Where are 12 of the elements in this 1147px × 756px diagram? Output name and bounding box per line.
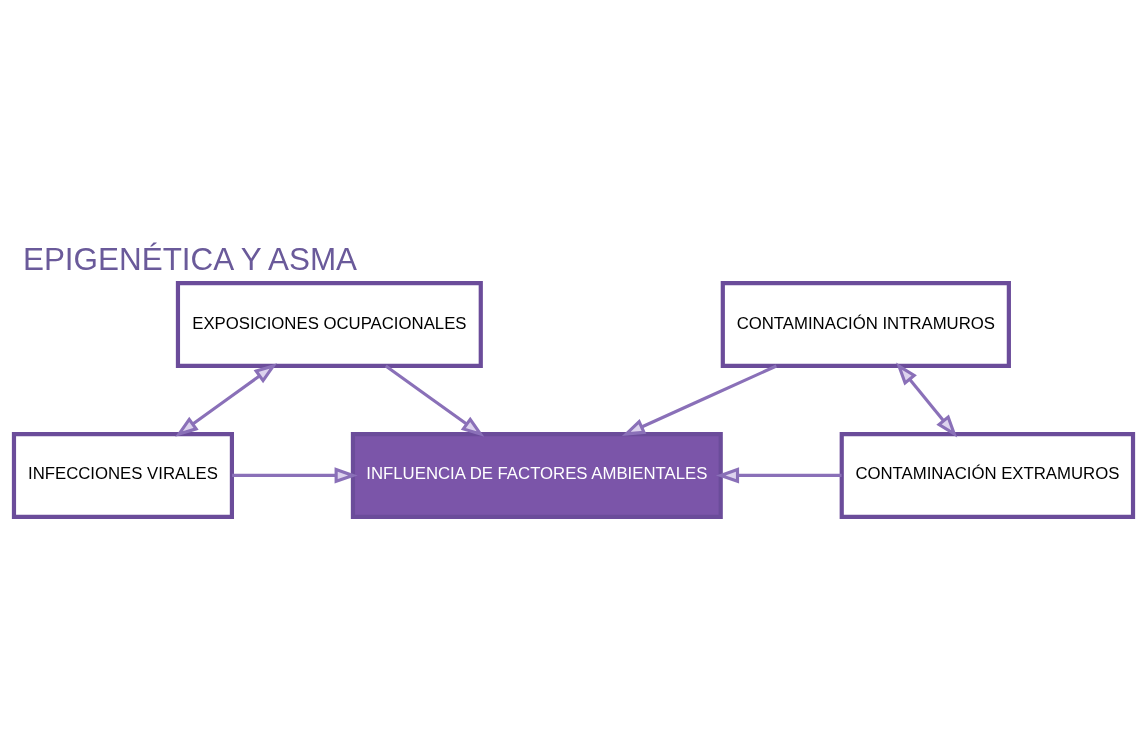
arrow [896, 362, 958, 437]
node-box: INFLUENCIA DE FACTORES AMBIENTALES [350, 431, 723, 519]
arrow [621, 364, 777, 436]
arrow [232, 466, 358, 483]
diagram-title: EPIGENÉTICA Y ASMA [22, 241, 358, 277]
node-box: CONTAMINACIÓN INTRAMUROS [720, 280, 1011, 368]
node-box: INFECCIONES VIRALES [11, 431, 234, 519]
node-box: CONTAMINACIÓN EXTRAMUROS [839, 431, 1136, 519]
arrow [175, 362, 278, 437]
arrow [384, 364, 485, 437]
node-box: EXPOSICIONES OCUPACIONALES [175, 280, 483, 368]
arrow [716, 466, 842, 483]
